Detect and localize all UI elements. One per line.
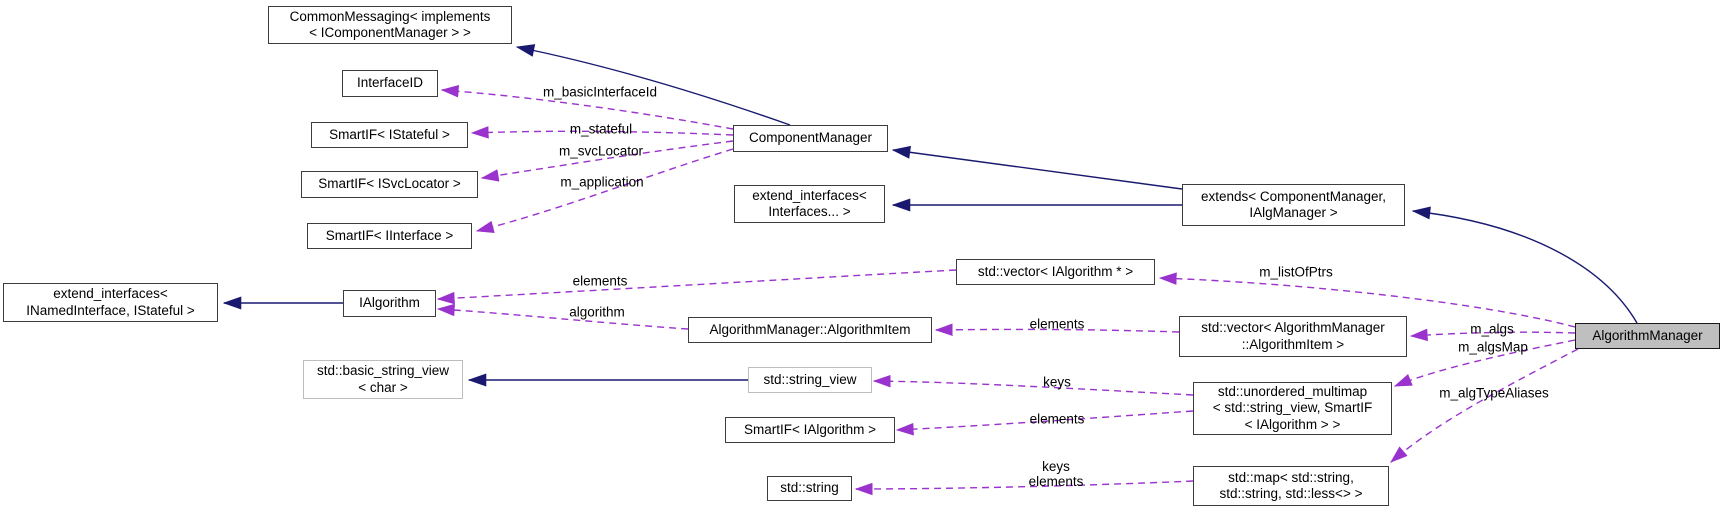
node-componentmanager[interactable]: ComponentManager: [733, 125, 888, 152]
edge-unordered-multimap-smartif-ialgorithm: [895, 410, 1194, 436]
edge-label-algorithmmanager-vector-ialgorithm: m_listOfPtrs: [1259, 264, 1333, 280]
edge-label-algorithmitem-ialgorithm: algorithm: [569, 304, 625, 320]
edge-algorithmmanager-extends-cm-iam: [1411, 206, 1638, 324]
edge-algorithmmanager-unordered-multimap: [1393, 339, 1576, 387]
node-smartif-istateful[interactable]: SmartIF< IStateful >: [311, 122, 468, 148]
edge-algorithmitem-ialgorithm: [436, 303, 689, 330]
edge-componentmanager-commonmessaging: [515, 44, 791, 126]
edge-label-vector-algorithmitem-algorithmitem: elements: [1029, 316, 1085, 332]
edge-vector-ialgorithm-ialgorithm: [436, 269, 957, 305]
edge-label-componentmanager-smartif-isvclocator: m_svcLocator: [558, 143, 644, 159]
edge-label-algorithmmanager-std-map: m_algTypeAliases: [1439, 385, 1549, 401]
node-std-string[interactable]: std::string: [767, 476, 852, 501]
node-vector-algorithmitem[interactable]: std::vector< AlgorithmManager ::Algorith…: [1179, 316, 1407, 357]
edge-group: [222, 44, 1638, 496]
node-interfaceid[interactable]: InterfaceID: [342, 70, 438, 97]
edge-algorithmmanager-vector-algorithmitem: [1409, 328, 1576, 342]
node-ialgorithm[interactable]: IAlgorithm: [343, 290, 436, 317]
node-smartif-isvclocator[interactable]: SmartIF< ISvcLocator >: [301, 171, 478, 198]
edge-label-componentmanager-interfaceid: m_basicInterfaceId: [542, 84, 658, 100]
node-commonmessaging[interactable]: CommonMessaging< implements < IComponent…: [268, 6, 512, 44]
edge-vector-algorithmitem-algorithmitem: [934, 323, 1180, 337]
node-unordered-multimap[interactable]: std::unordered_multimap < std::string_vi…: [1193, 382, 1392, 435]
edge-std-map-std-string: [854, 480, 1194, 496]
edge-componentmanager-smartif-istateful: [470, 126, 734, 139]
node-extend-interfaces-list[interactable]: extend_interfaces< Interfaces... >: [734, 185, 885, 223]
node-basic-string-view: std::basic_string_view < char >: [303, 360, 463, 399]
edge-label-algorithmmanager-vector-algorithmitem: m_algs: [1470, 321, 1514, 337]
node-std-map[interactable]: std::map< std::string, std::string, std:…: [1193, 466, 1389, 506]
node-vector-ialgorithm[interactable]: std::vector< IAlgorithm * >: [956, 259, 1155, 285]
edge-unordered-multimap-string-view: [872, 374, 1194, 396]
edge-algorithmmanager-std-map: [1390, 348, 1579, 463]
edge-componentmanager-interfaceid: [440, 85, 734, 130]
edge-componentmanager-smartif-iinterface: [475, 148, 734, 233]
edge-label-std-map-std-string: keys elements: [1028, 459, 1084, 489]
edge-label-componentmanager-smartif-iinterface: m_application: [560, 174, 644, 190]
edge-algorithmmanager-vector-ialgorithm: [1158, 272, 1576, 328]
edge-extends-cm-iam-componentmanager: [891, 145, 1183, 190]
node-string-view: std::string_view: [748, 367, 872, 393]
edge-label-unordered-multimap-string-view: keys: [1043, 374, 1071, 390]
edge-label-vector-ialgorithm-ialgorithm: elements: [572, 273, 628, 289]
edge-label-componentmanager-smartif-istateful: m_stateful: [569, 121, 633, 137]
node-algorithmitem[interactable]: AlgorithmManager::AlgorithmItem: [688, 317, 932, 343]
node-algorithmmanager: AlgorithmManager: [1575, 323, 1720, 349]
edge-label-algorithmmanager-unordered-multimap: m_algsMap: [1458, 339, 1528, 355]
node-smartif-ialgorithm[interactable]: SmartIF< IAlgorithm >: [725, 417, 895, 443]
node-smartif-iinterface[interactable]: SmartIF< IInterface >: [307, 223, 472, 249]
node-extend-interfaces-inamed[interactable]: extend_interfaces< INamedInterface, ISta…: [3, 283, 218, 322]
edge-label-unordered-multimap-smartif-ialgorithm: elements: [1029, 411, 1085, 427]
node-extends-cm-iam[interactable]: extends< ComponentManager, IAlgManager >: [1182, 184, 1405, 226]
